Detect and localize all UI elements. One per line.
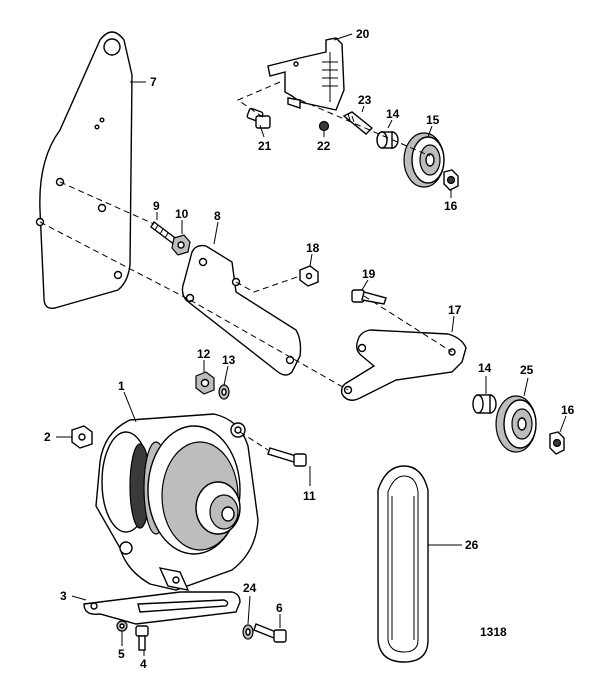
callout-23: 23 bbox=[358, 93, 372, 107]
bolt-11 bbox=[267, 447, 307, 467]
callout-16b: 16 bbox=[561, 403, 575, 417]
callout-21: 21 bbox=[258, 139, 272, 153]
pin-23 bbox=[342, 111, 374, 135]
idler-pulley-25 bbox=[495, 395, 537, 453]
callout-12: 12 bbox=[197, 347, 211, 361]
callout-8: 8 bbox=[214, 209, 221, 223]
callout-14b: 14 bbox=[478, 361, 492, 375]
callout-9: 9 bbox=[153, 199, 160, 213]
callout-leaders bbox=[56, 33, 567, 656]
nut-2 bbox=[71, 425, 93, 449]
bolt-6 bbox=[253, 623, 287, 643]
callout-16a: 16 bbox=[444, 199, 458, 213]
nut-10 bbox=[171, 234, 191, 256]
callout-labels: 1 2 3 4 5 6 7 8 9 10 11 12 13 14 14 15 1… bbox=[44, 27, 575, 671]
callout-2: 2 bbox=[44, 430, 51, 444]
callout-17: 17 bbox=[448, 303, 462, 317]
washer-5 bbox=[116, 620, 128, 632]
drive-belt-26 bbox=[377, 465, 429, 663]
callout-4: 4 bbox=[140, 657, 147, 671]
callout-26: 26 bbox=[465, 538, 479, 552]
bolt-21 bbox=[246, 107, 271, 129]
callout-5: 5 bbox=[118, 647, 125, 661]
nut-18 bbox=[299, 265, 319, 287]
idler-bracket-20 bbox=[267, 37, 345, 111]
washer-13 bbox=[218, 384, 230, 400]
washer-24 bbox=[242, 624, 254, 640]
callout-24: 24 bbox=[243, 581, 257, 595]
callout-22: 22 bbox=[317, 139, 331, 153]
alternator-1 bbox=[95, 413, 259, 591]
spacer-14-upper bbox=[376, 131, 399, 149]
adjusting-strap-3 bbox=[83, 591, 241, 625]
callout-1: 1 bbox=[118, 379, 125, 393]
mounting-plate-7 bbox=[35, 31, 133, 309]
callout-3: 3 bbox=[60, 589, 67, 603]
callout-25: 25 bbox=[520, 363, 534, 377]
callout-15: 15 bbox=[426, 113, 440, 127]
nut-22 bbox=[318, 120, 330, 132]
bolt-19 bbox=[351, 289, 387, 305]
bolt-4 bbox=[135, 625, 149, 651]
assembly-lines bbox=[39, 81, 453, 451]
nut-12 bbox=[195, 371, 215, 395]
nut-16-lower bbox=[549, 431, 565, 455]
callout-20: 20 bbox=[356, 27, 370, 41]
callout-14a: 14 bbox=[386, 107, 400, 121]
tensioner-arm-17 bbox=[340, 329, 467, 401]
callout-11: 11 bbox=[303, 489, 316, 503]
callout-7: 7 bbox=[150, 75, 157, 89]
alternator-bracket-8 bbox=[181, 244, 302, 376]
callout-10: 10 bbox=[175, 207, 189, 221]
callout-19: 19 bbox=[362, 267, 376, 281]
callout-6: 6 bbox=[276, 601, 283, 615]
figure-id: 1318 bbox=[480, 625, 507, 639]
nut-16-upper bbox=[443, 169, 459, 191]
callout-18: 18 bbox=[306, 241, 320, 255]
idler-pulley-15 bbox=[403, 132, 445, 188]
callout-13: 13 bbox=[222, 353, 236, 367]
spacer-14-lower bbox=[472, 394, 497, 414]
